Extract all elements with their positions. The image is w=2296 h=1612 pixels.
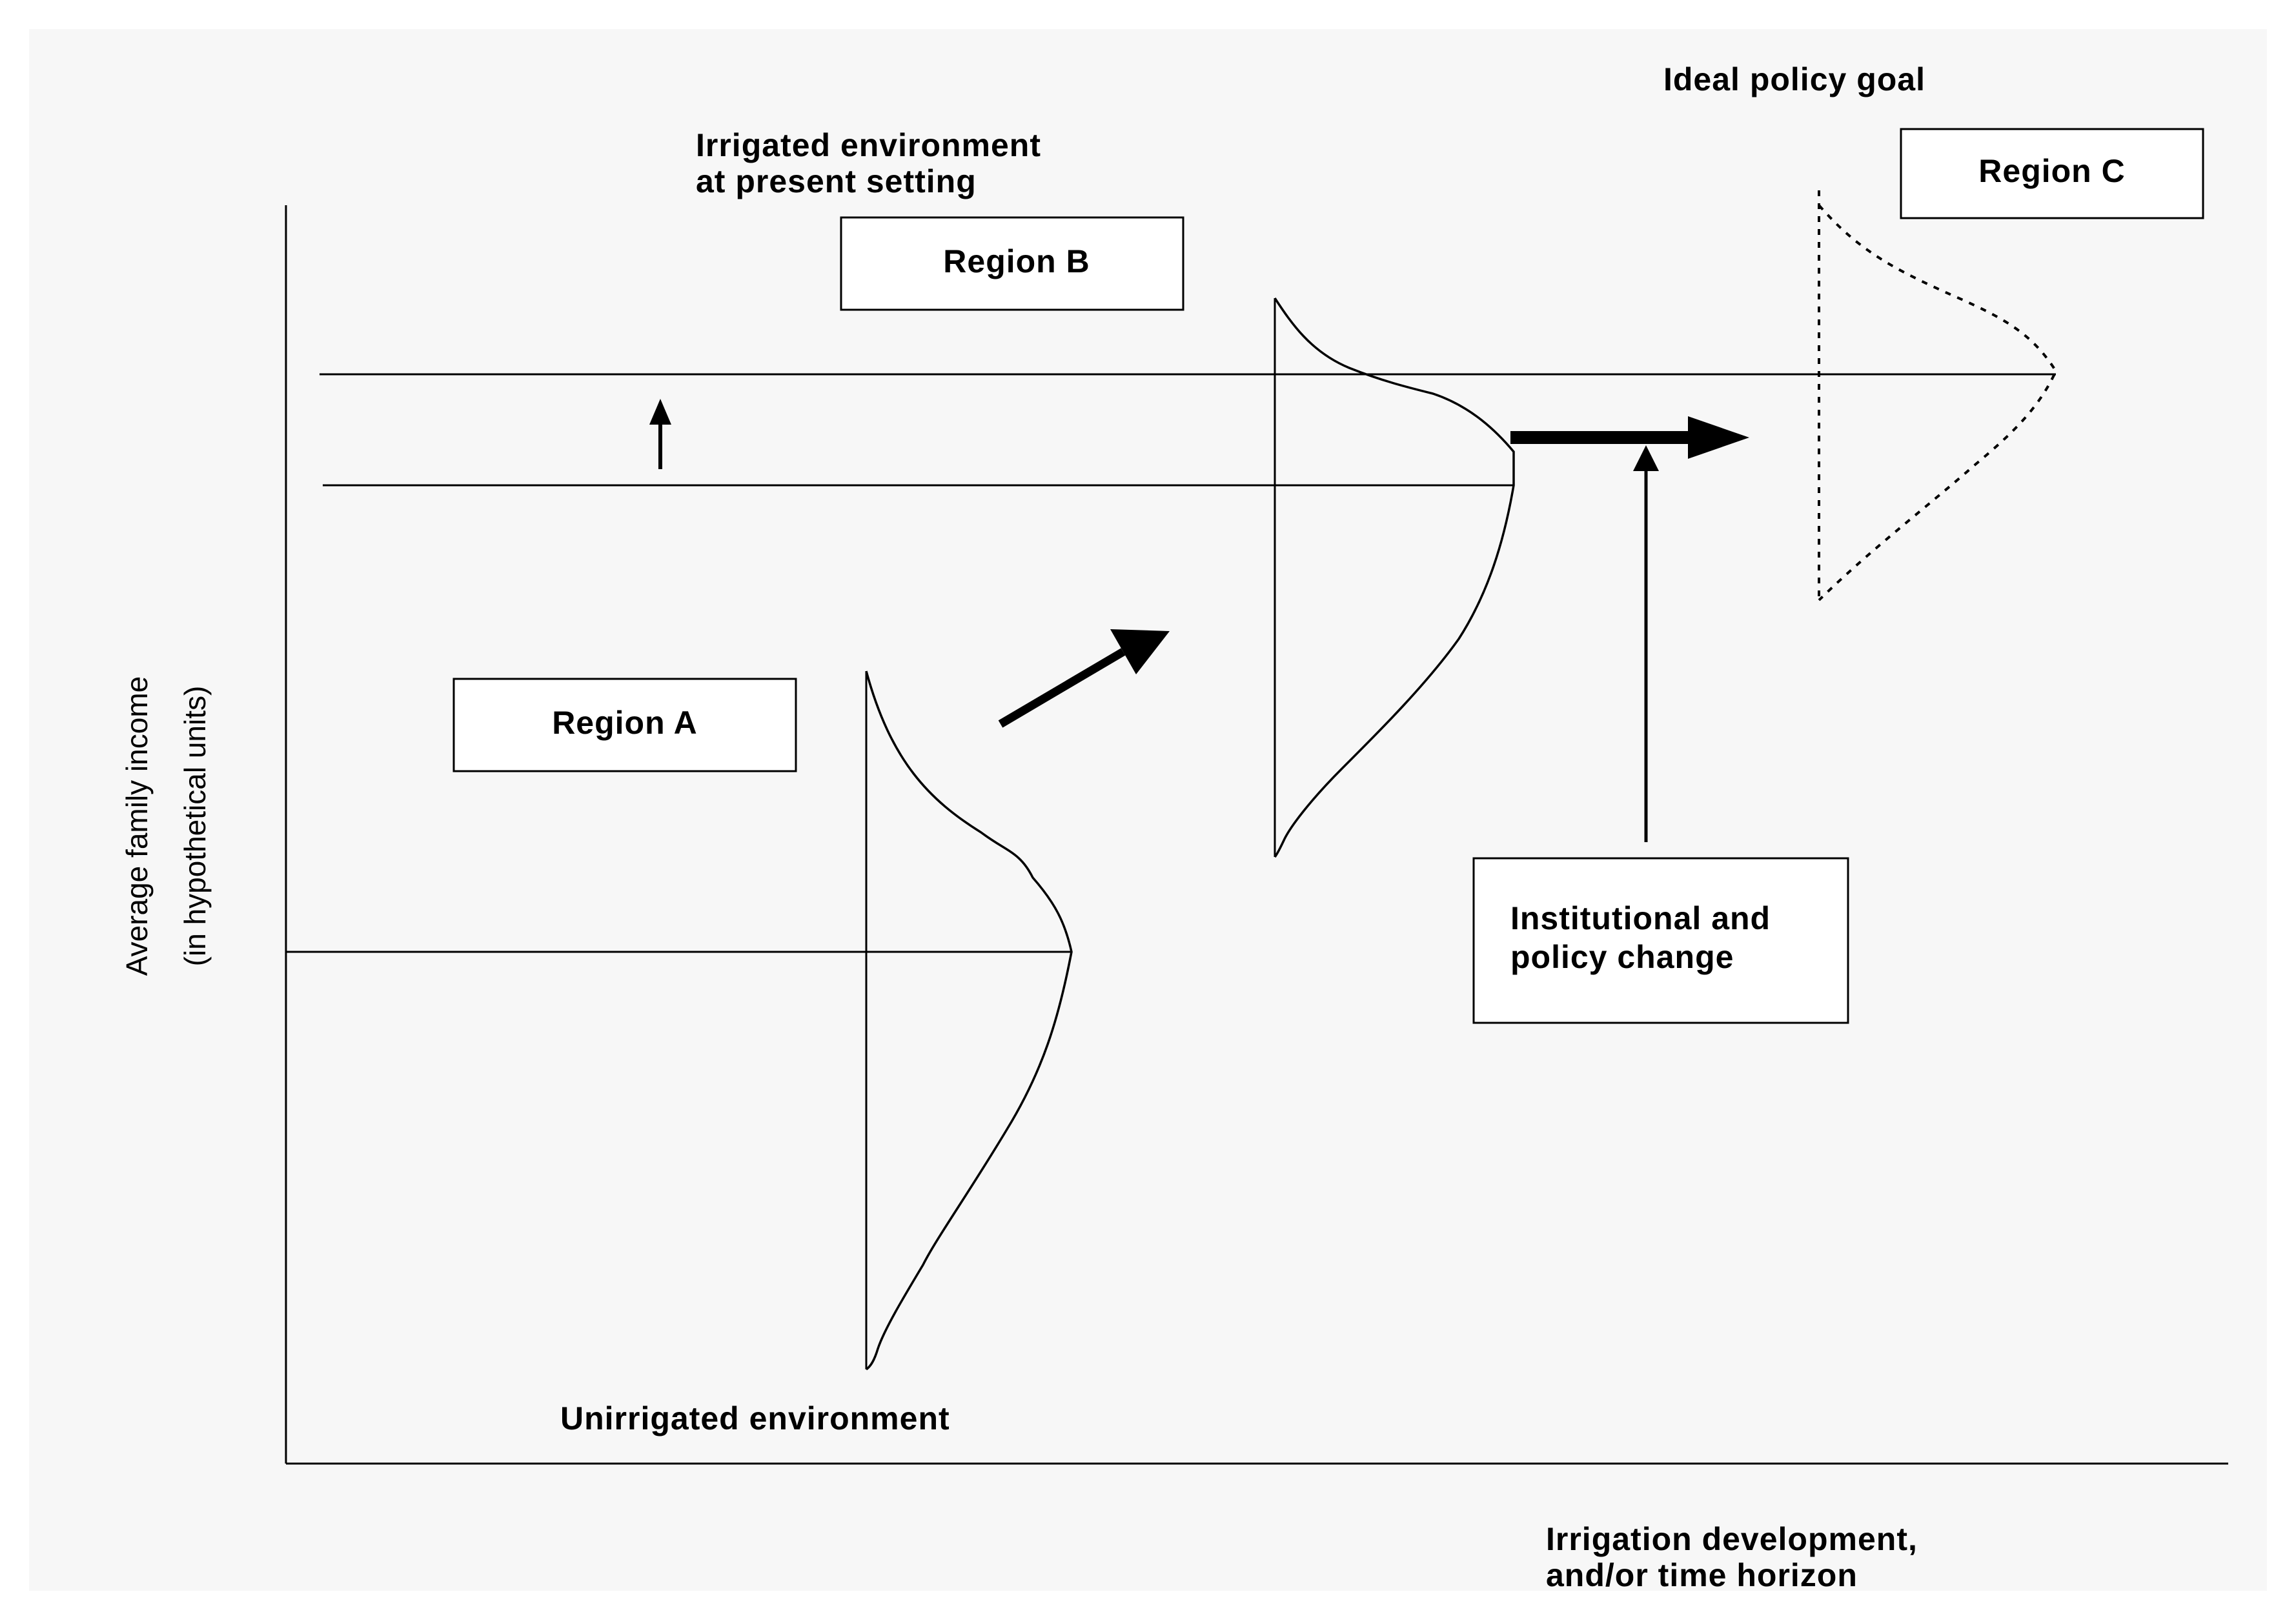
institutional-up-arrow-icon <box>1633 445 1659 842</box>
region-c-box: Region C <box>1900 128 2204 219</box>
right-arrow-icon <box>1510 416 1749 459</box>
x-axis-label-line2: and/or time horizon <box>1546 1557 1858 1593</box>
irrigated-label-line2: at present setting <box>696 163 977 199</box>
region-c-distribution <box>1818 190 2058 601</box>
region-c-curve <box>1818 204 2058 601</box>
region-a-label: Region A <box>552 705 698 741</box>
institutional-label-line2: policy change <box>1510 939 1734 975</box>
region-b-curve <box>1274 297 1515 858</box>
x-axis-label-line1: Irrigation development, <box>1546 1521 1918 1557</box>
y-axis-label-line2: (in hypothetical units) <box>178 686 212 967</box>
region-a-box: Region A <box>452 678 797 772</box>
ideal-policy-goal-label: Ideal policy goal <box>1663 61 1925 97</box>
y-axis-label-line1: Average family income <box>120 676 154 976</box>
region-a-distribution <box>865 670 1073 1371</box>
institutional-label-line1: Institutional and <box>1510 900 1771 936</box>
region-b-label: Region B <box>943 243 1090 279</box>
region-b-distribution <box>1274 297 1515 858</box>
region-a-curve <box>865 670 1073 1371</box>
region-b-box: Region B <box>840 216 1184 311</box>
unirrigated-label: Unirrigated environment <box>560 1400 950 1436</box>
small-up-arrow-icon <box>649 399 671 469</box>
institutional-policy-box: Institutional and policy change <box>1472 857 1849 1024</box>
y-axis-label: Average family income (in hypothetical u… <box>120 676 212 976</box>
diagonal-arrow-icon <box>998 629 1170 728</box>
irrigated-label-line1: Irrigated environment <box>696 127 1041 163</box>
region-c-label: Region C <box>1978 153 2125 189</box>
